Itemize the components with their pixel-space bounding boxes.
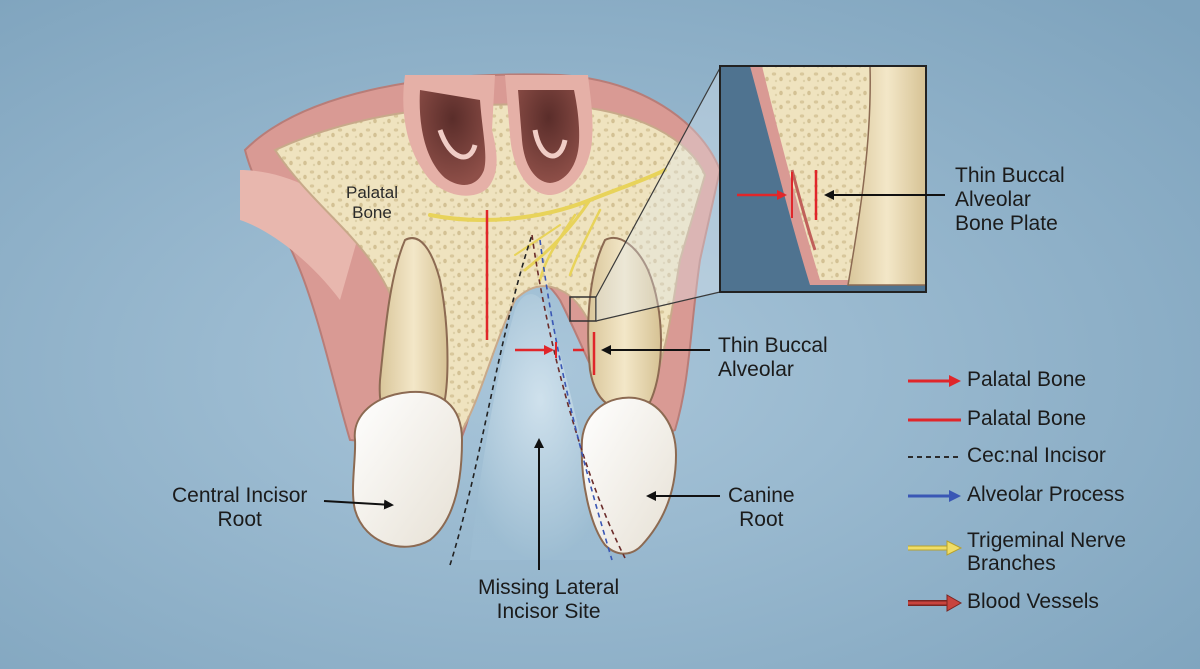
- pointer-arrows: [323, 190, 945, 570]
- dashed-line-icon: [908, 456, 961, 458]
- thickness-markers: [515, 332, 596, 375]
- thin-buccal-main-label: Thin Buccal Alveolar: [718, 334, 828, 381]
- legend-label: Blood Vessels: [967, 590, 1099, 613]
- legend-label: Palatal Bone: [967, 368, 1087, 391]
- zoom-source-box: [569, 296, 597, 322]
- legend-item-palatal-arrow: Palatal Bone: [905, 366, 1195, 396]
- canine-label: Canine Root: [728, 484, 795, 531]
- legend-label: Cec:nal Incisor: [967, 444, 1106, 467]
- central-incisor: [352, 237, 464, 548]
- central-incisor-label: Central Incisor Root: [172, 484, 308, 531]
- yellow-arrow-icon: [908, 540, 963, 556]
- legend-item-alveolar: Alveolar Process: [905, 481, 1195, 511]
- dark-red-arrow-icon: [908, 594, 963, 612]
- red-arrow-icon: [908, 375, 961, 387]
- nasal-cavity: [403, 75, 593, 196]
- zoom-projection: [596, 68, 720, 321]
- inset-detail: [719, 65, 927, 293]
- trigeminal-nerve: [428, 168, 667, 282]
- legend-label: Palatal Bone: [967, 407, 1087, 430]
- palatal-bone-label: Palatal Bone: [346, 183, 398, 222]
- legend-item-palatal-line: Palatal Bone: [905, 405, 1195, 435]
- thin-buccal-inset-label: Thin Buccal Alveolar Bone Plate: [955, 164, 1065, 235]
- missing-site-label: Missing Lateral Incisor Site: [478, 576, 620, 623]
- legend-label: Trigeminal Nerve Branches: [967, 529, 1127, 575]
- legend-item-blood: Blood Vessels: [905, 588, 1195, 618]
- guide-lines: [449, 234, 626, 566]
- blue-arrow-icon: [908, 490, 961, 502]
- legend-item-dashed: Cec:nal Incisor: [905, 442, 1195, 472]
- red-line-icon: [908, 418, 961, 422]
- legend-item-nerve: Trigeminal Nerve Branches: [905, 527, 1195, 577]
- legend-label: Alveolar Process: [967, 483, 1125, 506]
- missing-tooth-gap: [470, 294, 610, 560]
